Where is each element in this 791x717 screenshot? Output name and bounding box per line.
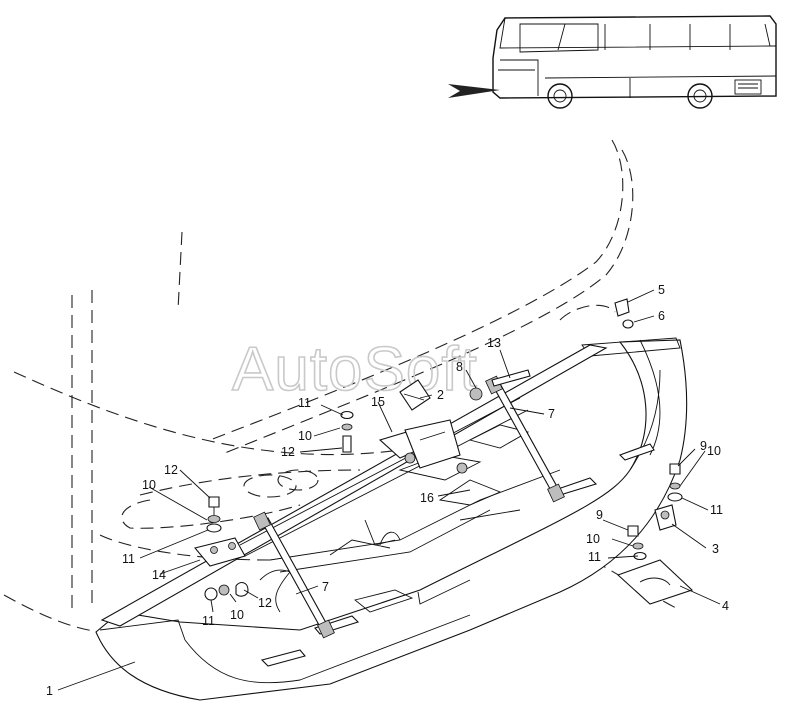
callout-11e: 11 <box>202 614 215 628</box>
bus-locator-thumbnail <box>448 15 777 109</box>
callout-9b: 9 <box>700 439 707 453</box>
callout-11a: 11 <box>122 552 135 566</box>
callout-leaders <box>57 289 721 691</box>
callout-12a: 12 <box>164 463 178 477</box>
callout-12c: 12 <box>258 596 272 610</box>
callout-10b: 10 <box>298 429 312 443</box>
callout-11b: 11 <box>298 396 311 410</box>
callout-5: 5 <box>658 283 665 297</box>
callout-2: 2 <box>437 388 444 402</box>
callout-13: 13 <box>487 336 501 350</box>
callout-10c: 10 <box>586 532 600 546</box>
callout-14: 14 <box>152 568 166 582</box>
callout-10e: 10 <box>230 608 244 622</box>
location-arrow-icon <box>448 84 500 98</box>
callout-11c: 11 <box>588 550 601 564</box>
callout-9a: 9 <box>596 508 603 522</box>
bus-body-contour <box>3 139 681 633</box>
callout-labels: 1 2 3 4 5 6 7 7 8 9 9 10 10 10 10 10 11 … <box>46 283 729 698</box>
callout-12b: 12 <box>281 445 295 459</box>
callout-8: 8 <box>456 360 463 374</box>
callout-10d: 10 <box>707 444 721 458</box>
callout-15: 15 <box>371 395 385 409</box>
callout-1: 1 <box>46 684 53 698</box>
callout-6: 6 <box>658 309 665 323</box>
callout-7a: 7 <box>322 580 329 594</box>
callout-3: 3 <box>712 542 719 556</box>
callout-16: 16 <box>420 491 434 505</box>
callout-11d: 11 <box>710 503 723 517</box>
hook-bracket <box>399 379 431 411</box>
fasteners <box>194 298 694 605</box>
callout-10a: 10 <box>142 478 156 492</box>
center-bracket-group <box>378 379 468 474</box>
watermark: AutoSoft <box>232 335 478 404</box>
callout-7b: 7 <box>548 407 555 421</box>
callout-4: 4 <box>722 599 729 613</box>
